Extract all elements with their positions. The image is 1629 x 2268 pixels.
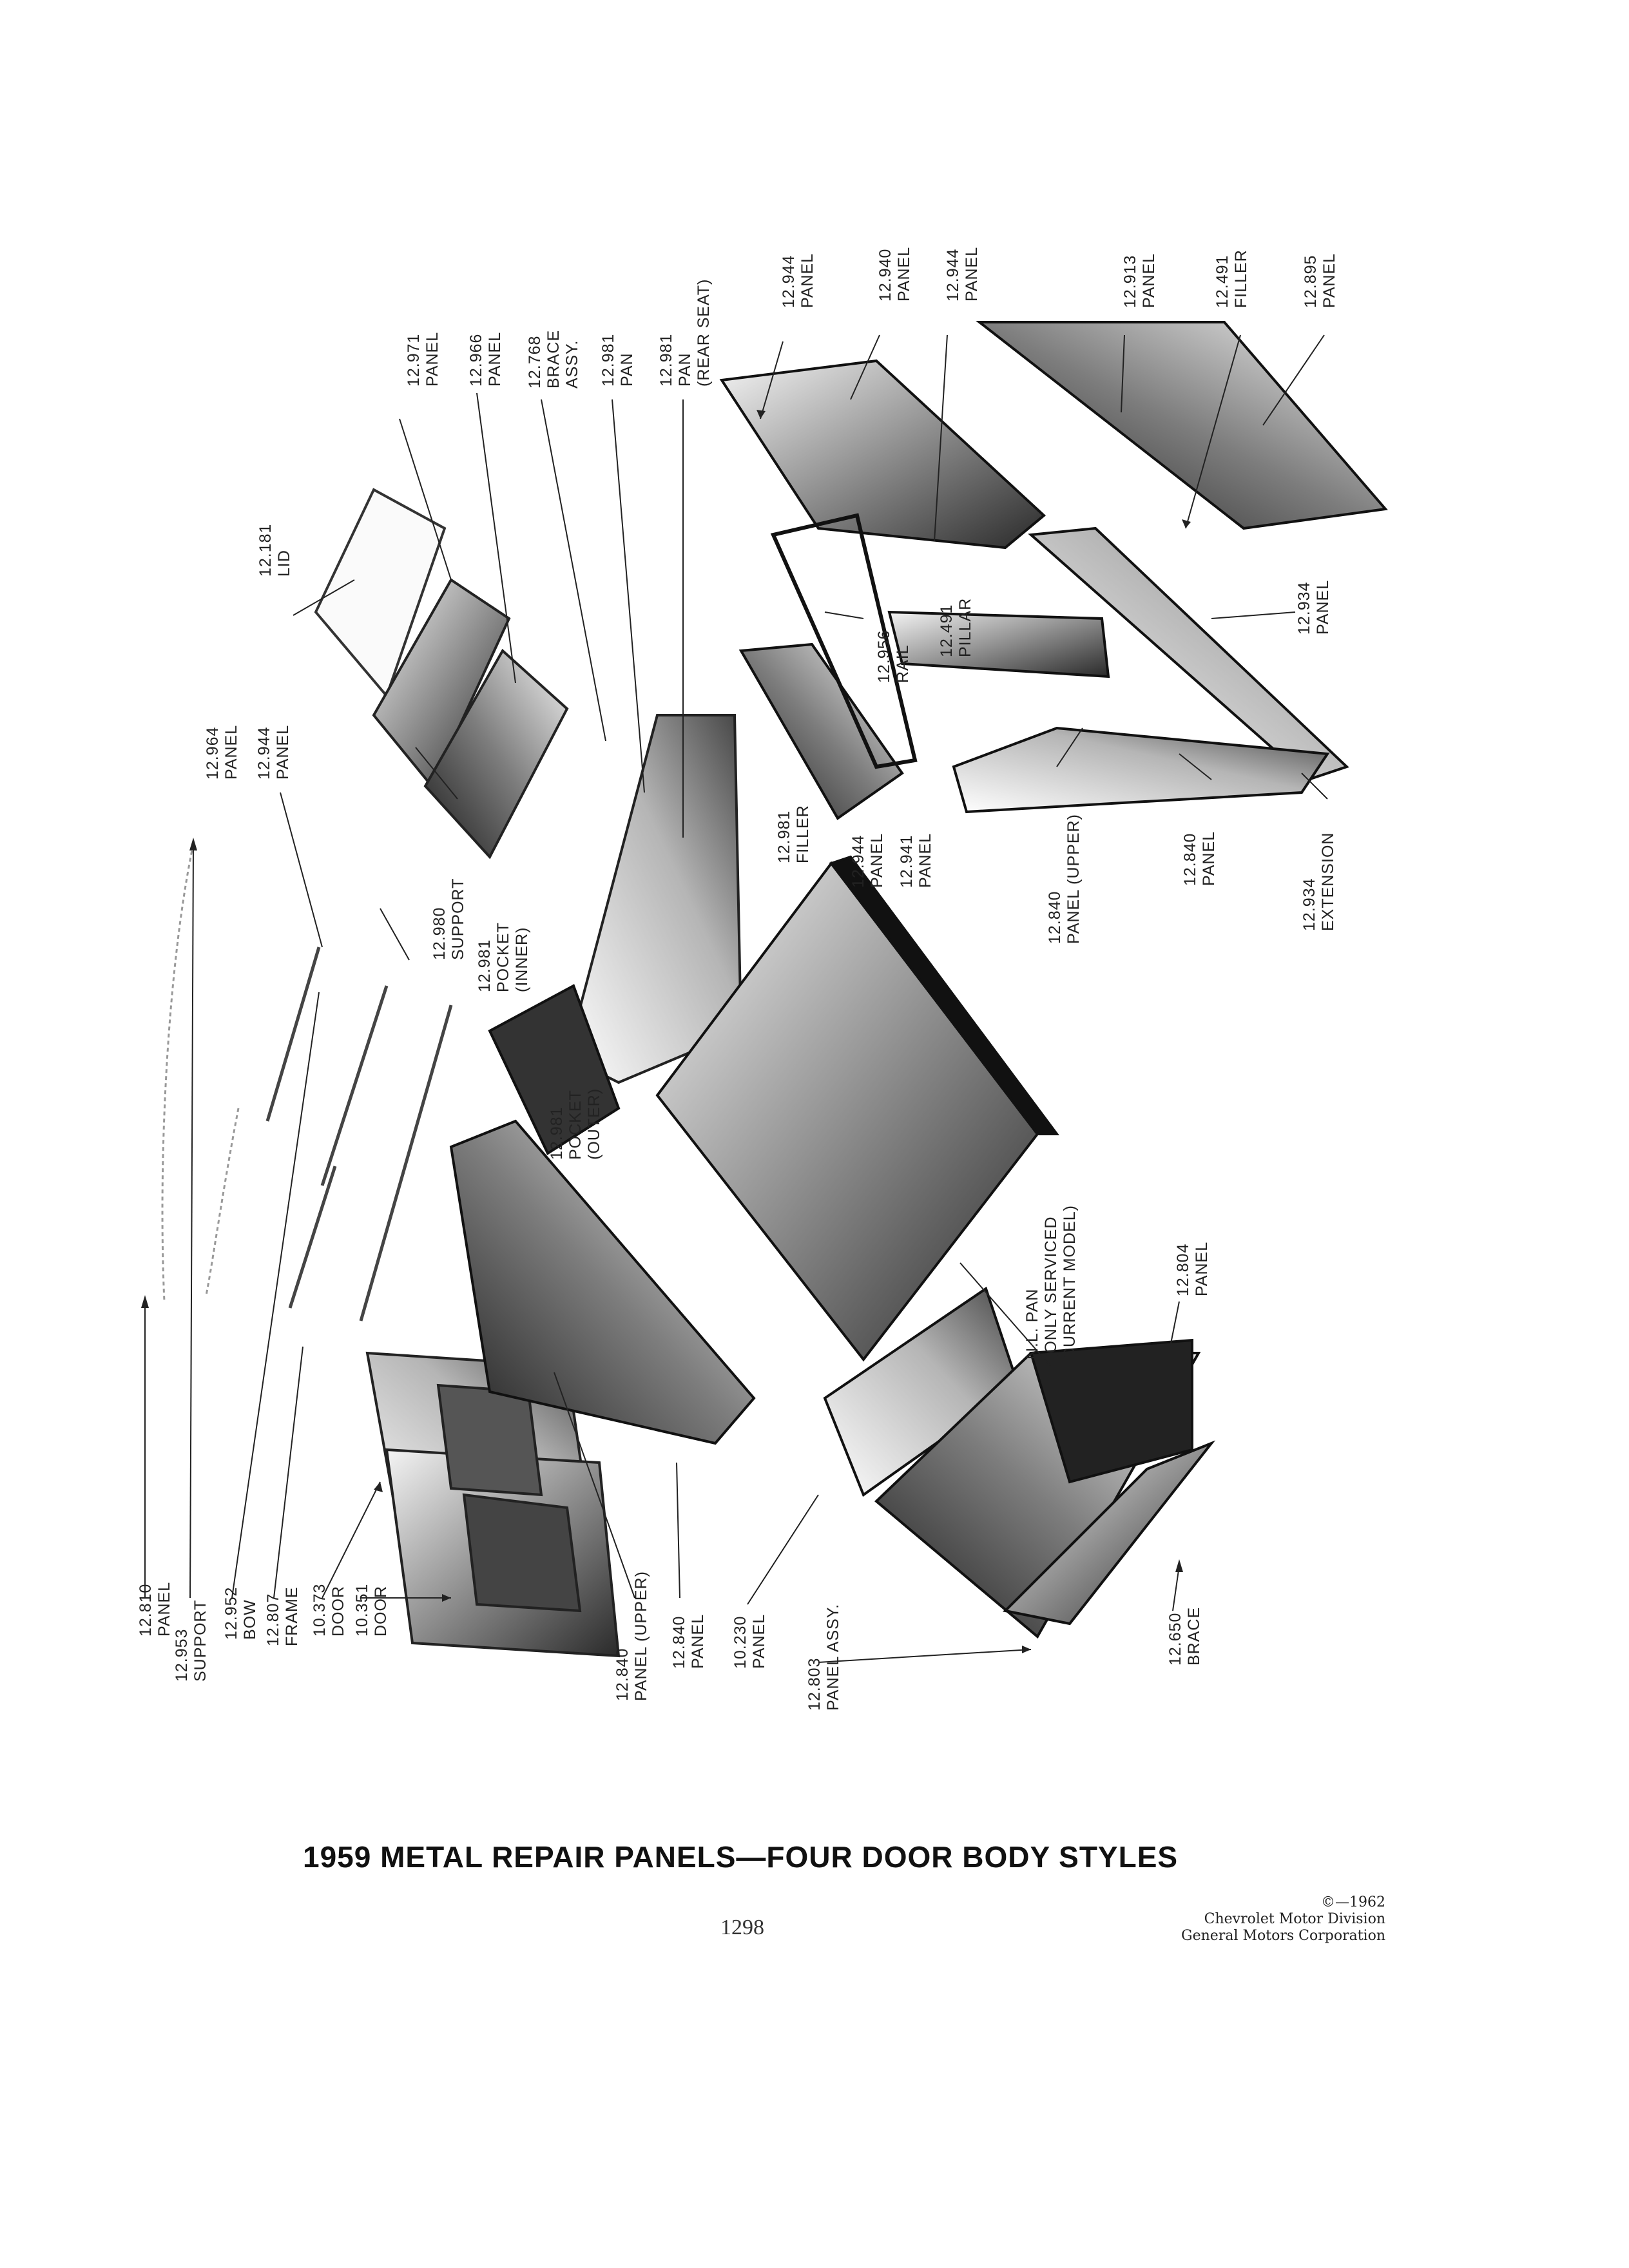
arrowheads <box>141 410 1191 1653</box>
part-quarter-panels-upper <box>719 321 1388 782</box>
part-floor-pan <box>655 855 1059 1362</box>
copyright-line-1: ©—1962 <box>1321 1894 1385 1910</box>
copyright-line-2: Chevrolet Motor Division <box>1204 1911 1385 1927</box>
part-bows-and-frames <box>265 947 453 1321</box>
page-number: 1298 <box>720 1916 764 1939</box>
part-rear-shelf-panels <box>372 578 569 860</box>
copyright-block: ©—1962 Chevrolet Motor Division General … <box>1181 1894 1385 1945</box>
page-title: 1959 METAL REPAIR PANELS—FOUR DOOR BODY … <box>303 1840 1179 1874</box>
part-rear-quarter-panels-lower <box>952 726 1330 814</box>
part-cowl-and-dash <box>823 1286 1201 1639</box>
part-rocker-and-pillar-assembly <box>449 984 756 1445</box>
part-doors <box>365 1351 621 1658</box>
copyright-line-3: General Motors Corporation <box>1181 1928 1385 1944</box>
leader-lines <box>144 334 1328 1663</box>
part-brace <box>1002 1440 1216 1626</box>
part-lid <box>314 488 447 698</box>
part-roof-panel <box>161 843 240 1302</box>
part-wheelhouse-and-filler <box>738 513 1110 820</box>
